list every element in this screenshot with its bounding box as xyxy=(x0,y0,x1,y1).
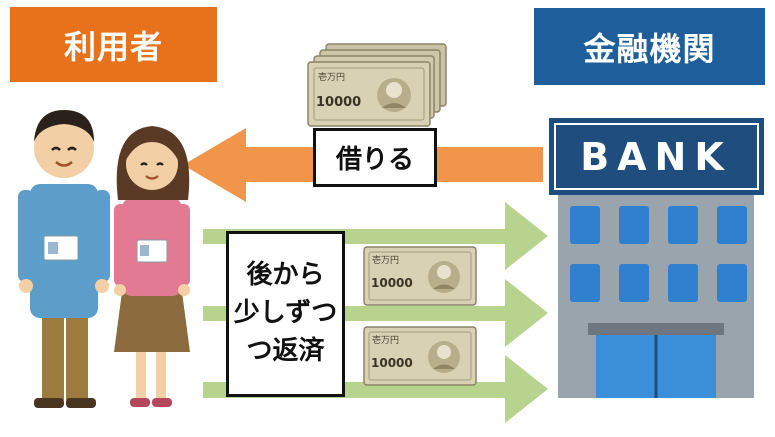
bank-building-icon xyxy=(549,118,764,398)
repay-arrow-2 xyxy=(203,279,548,347)
woman-figure-icon xyxy=(114,126,190,407)
man-figure-icon xyxy=(18,110,110,408)
repay-arrow-1 xyxy=(203,202,548,270)
bank-header: 金融機関 xyxy=(534,8,765,85)
banknote-repay-1-small-text: 壱万円 xyxy=(372,254,399,266)
banknote-top xyxy=(307,61,431,127)
banknote-top-small-text: 壱万円 xyxy=(318,71,345,83)
repay-arrow-3 xyxy=(203,355,548,423)
repay-label-box: 後から 少しずつ つ返済 xyxy=(226,231,345,397)
repay-label-line-1: 後から xyxy=(246,260,325,291)
repay-label-line-3: つ返済 xyxy=(246,335,325,366)
banknote-repay-2-small-text: 壱万円 xyxy=(372,334,399,346)
repay-label-line-2: 少しずつ xyxy=(233,298,338,329)
bank-sign-text: BANK xyxy=(580,135,732,179)
banknote-repay-1-denomination: 10000 xyxy=(371,276,413,290)
banknote-repay-2 xyxy=(363,326,477,386)
borrow-label-box: 借りる xyxy=(313,128,437,187)
banknote-top-denomination: 10000 xyxy=(316,95,361,110)
user-header-label: 利用者 xyxy=(63,27,163,66)
repay-arrows xyxy=(203,202,548,423)
user-header: 利用者 xyxy=(10,7,217,82)
bank-header-label: 金融機関 xyxy=(583,29,716,68)
borrow-label: 借りる xyxy=(335,145,414,175)
banknote-repay-2-denomination: 10000 xyxy=(371,356,413,370)
banknote-repay-1 xyxy=(363,246,477,306)
banknote-stack xyxy=(307,43,447,127)
